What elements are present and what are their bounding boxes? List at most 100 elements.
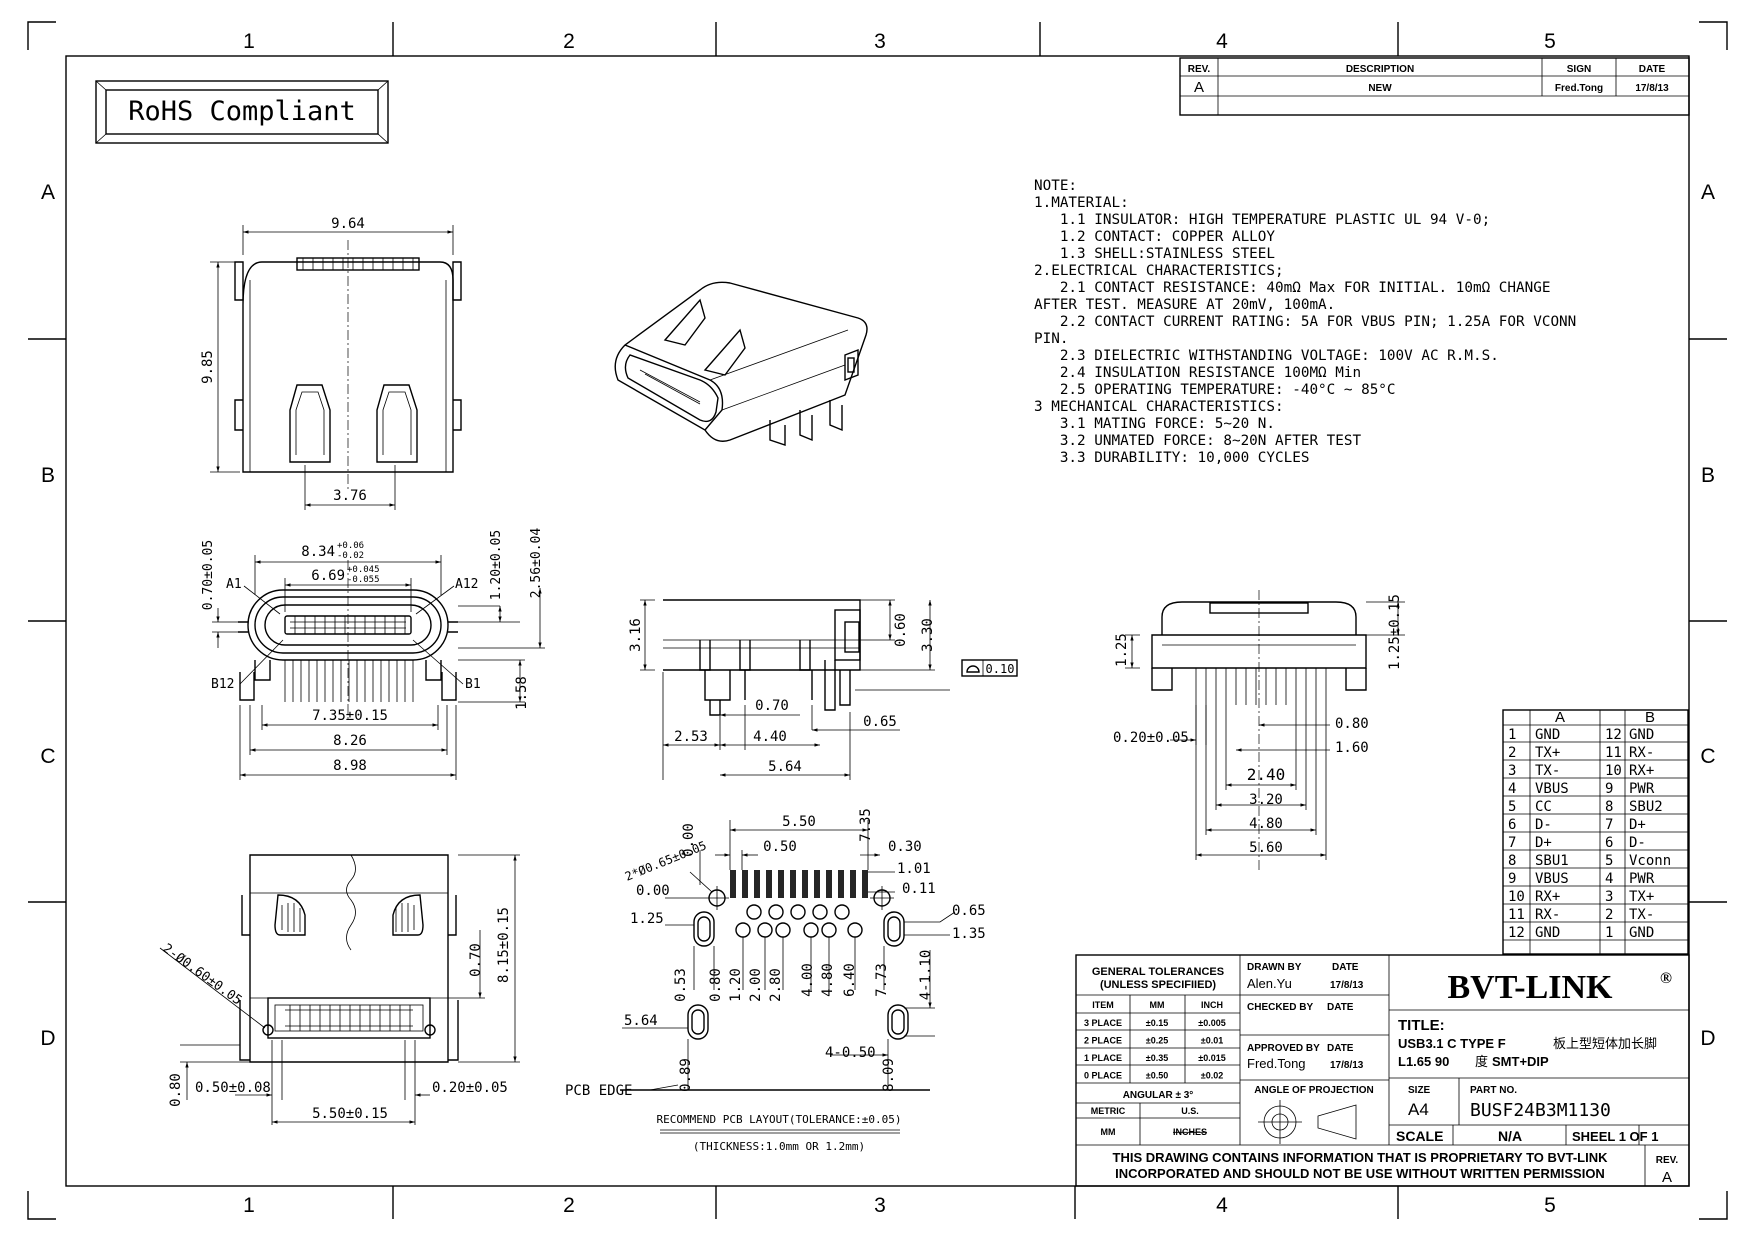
drawn-date-label: DATE xyxy=(1332,962,1359,973)
dim-side-253: 2.53 xyxy=(674,729,708,745)
title-line2-cn: 度 xyxy=(1475,1054,1488,1069)
zone-col-5-bottom: 5 xyxy=(1544,1194,1556,1217)
tol-cell: 3 PLACE xyxy=(1084,1018,1122,1028)
dim-bot-070: 0.70 xyxy=(468,943,484,977)
note-line: PIN. xyxy=(1034,331,1068,347)
rev-row-sign: Fred.Tong xyxy=(1555,83,1603,94)
tol-metric: METRIC xyxy=(1091,1106,1126,1116)
tol-cell: 0 PLACE xyxy=(1084,1071,1122,1081)
dim-rear-125: 1.25 xyxy=(1114,633,1130,667)
title-line2-tail: SMT+DIP xyxy=(1492,1054,1549,1069)
note-line: 2.ELECTRICAL CHARACTERISTICS; xyxy=(1034,263,1284,279)
approved-by: Fred.Tong xyxy=(1247,1056,1306,1071)
approved-date: 17/8/13 xyxy=(1330,1060,1364,1071)
dim-pcb-480: 4.80 xyxy=(820,963,836,997)
note-line: 2.4 INSULATION RESISTANCE 100MΩ Min xyxy=(1034,365,1361,381)
pin-table-cell: GND xyxy=(1535,727,1560,743)
note-line: 1.2 CONTACT: COPPER ALLOY xyxy=(1034,229,1275,245)
pin-table-cell: 12 xyxy=(1605,727,1622,743)
pcb-holes-mid xyxy=(735,904,863,938)
rev-label: REV. xyxy=(1656,1155,1679,1166)
pin-table-cell: 7 xyxy=(1508,835,1516,851)
rev-row-rev: A xyxy=(1194,79,1204,96)
pin-table-cell: D+ xyxy=(1535,835,1552,851)
dim-side-316: 3.16 xyxy=(628,618,644,652)
dim-top-width: 9.64 xyxy=(331,216,365,232)
rev-value: A xyxy=(1662,1169,1672,1186)
tol-header-item: ITEM xyxy=(1092,1000,1114,1010)
pin-table-cell: D+ xyxy=(1629,817,1646,833)
top-view: 9.64 9.85 3.76 xyxy=(200,216,462,510)
pin-table-cell: 6 xyxy=(1508,817,1516,833)
dim-rear-020: 0.20±0.05 xyxy=(1113,730,1189,746)
pin-table-cell: 5 xyxy=(1508,799,1516,815)
notes-block: NOTE: 1.MATERIAL: 1.1 INSULATOR: HIGH TE… xyxy=(1034,178,1576,466)
dim-front-158: 1.58 xyxy=(514,676,530,710)
tol-cell: ±0.50 xyxy=(1146,1071,1168,1081)
pin-table-cell: GND xyxy=(1535,925,1560,941)
note-line: 1.3 SHELL:STAINLESS STEEL xyxy=(1034,246,1275,262)
pin-table-cell: TX+ xyxy=(1629,889,1654,905)
dim-bot-hole: 2-Ø0.60±0.05 xyxy=(160,941,245,1008)
tol-cell: ±0.25 xyxy=(1146,1036,1168,1046)
title-line1: USB3.1 C TYPE F xyxy=(1398,1036,1506,1051)
pin-table-cell: PWR xyxy=(1629,781,1655,797)
dim-pcb-809: 8.09 xyxy=(881,1058,897,1092)
note-line: 3.1 MATING FORCE: 5~20 N. xyxy=(1034,416,1275,432)
dim-bot-050: 0.50±0.08 xyxy=(195,1080,271,1096)
dim-bot-815: 8.15±0.15 xyxy=(496,907,512,983)
isometric-view xyxy=(614,281,868,446)
zone-col-4: 4 xyxy=(1216,30,1228,53)
dim-rear-480: 4.80 xyxy=(1249,816,1283,832)
front-pins xyxy=(284,660,414,702)
note-line: 2.1 CONTACT RESISTANCE: 40mΩ Max FOR INI… xyxy=(1034,280,1550,296)
dim-bot-080: 0.80 xyxy=(168,1073,184,1107)
pin-table-cell: 4 xyxy=(1508,781,1516,797)
pin-table-cell: 10 xyxy=(1605,763,1622,779)
dim-pcb-4050: 4-0.50 xyxy=(825,1045,876,1061)
pin-table-cell: VBUS xyxy=(1535,781,1569,797)
zone-row-c-right: C xyxy=(1700,745,1715,768)
dim-front-669-tol-up: +0.045 xyxy=(347,565,380,575)
zone-col-2: 2 xyxy=(563,30,575,53)
part-no: BUSF24B3M1130 xyxy=(1470,1100,1611,1121)
zone-col-4-bottom: 4 xyxy=(1216,1194,1228,1217)
dim-pcb-000b: 0.00 xyxy=(636,883,670,899)
company-registered: ® xyxy=(1660,970,1672,987)
label-pin-a12: A12 xyxy=(455,577,478,592)
projection-label: ANGLE OF PROJECTION xyxy=(1254,1085,1373,1096)
dim-side-070: 0.70 xyxy=(755,698,789,714)
notice-line-2: INCORPORATED AND SHOULD NOT BE USE WITHO… xyxy=(1115,1166,1605,1181)
rohs-label: RoHS Compliant xyxy=(95,80,389,144)
rev-row-date: 17/8/13 xyxy=(1635,83,1669,94)
pin-table-header-a: A xyxy=(1555,709,1565,726)
rev-row-desc: NEW xyxy=(1368,83,1392,94)
tol-angular: ANGULAR ± 3° xyxy=(1123,1090,1194,1101)
pin-table-cell: TX+ xyxy=(1535,745,1560,761)
tol-cell: ±0.15 xyxy=(1146,1018,1168,1028)
dim-front-735: 7.35±0.15 xyxy=(312,708,388,724)
tol-title-2: (UNLESS SPECIFIIED) xyxy=(1100,979,1216,991)
note-line: 2.5 OPERATING TEMPERATURE: -40°C ~ 85°C xyxy=(1034,382,1396,398)
dim-pcb-065: 0.65 xyxy=(952,903,986,919)
pin-table-cell: 12 xyxy=(1508,925,1525,941)
pin-table-cell: Vconn xyxy=(1629,853,1671,869)
pcb-layout: 5.50 0.50 7.35 0.30 1.01 0.11 0.00 0.00 … xyxy=(565,808,986,1153)
pcb-layout-title: RECOMMEND PCB LAYOUT(TOLERANCE:±0.05) xyxy=(656,1113,901,1126)
zone-row-b: B xyxy=(41,464,55,487)
zone-row-a: A xyxy=(41,181,55,204)
dim-front-898: 8.98 xyxy=(333,758,367,774)
rev-header-desc: DESCRIPTION xyxy=(1346,64,1414,75)
size-label: SIZE xyxy=(1408,1085,1431,1096)
dim-side-440: 4.40 xyxy=(753,729,787,745)
note-line: 1.MATERIAL: xyxy=(1034,195,1129,211)
pin-table-cell: 3 xyxy=(1508,763,1516,779)
dim-top-latch: 3.76 xyxy=(333,488,367,504)
dim-side-flat: 0.10 xyxy=(986,662,1015,676)
pin-table-cell: RX+ xyxy=(1629,763,1654,779)
rev-header-rev: REV. xyxy=(1188,64,1211,75)
pin-table-cell: PWR xyxy=(1629,871,1655,887)
pin-table-cell: 11 xyxy=(1605,745,1622,761)
note-line: 2.3 DIELECTRIC WITHSTANDING VOLTAGE: 100… xyxy=(1034,348,1499,364)
